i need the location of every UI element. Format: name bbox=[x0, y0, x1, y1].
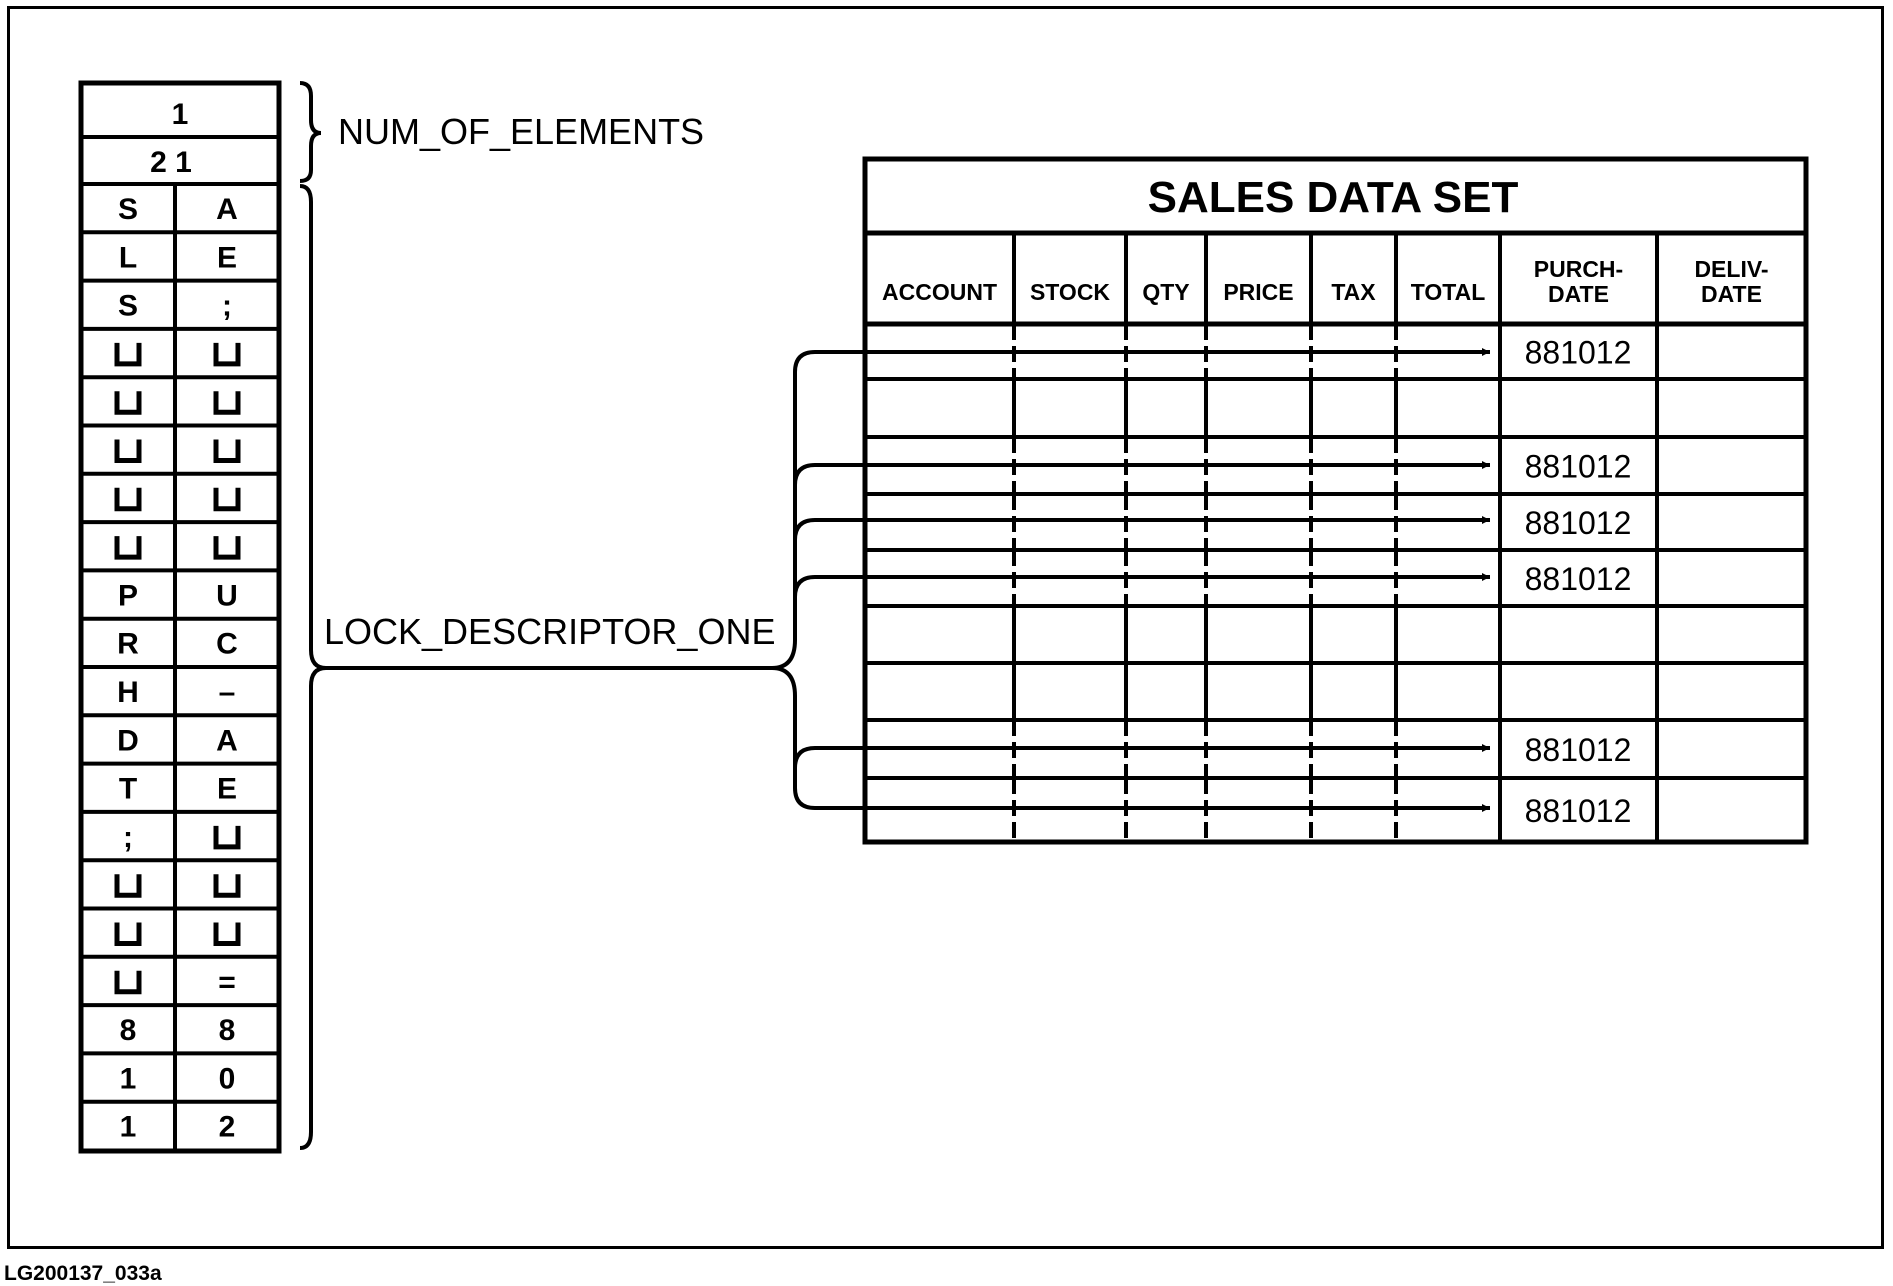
lock-cell: ; bbox=[222, 290, 232, 323]
purch-date-value: 881012 bbox=[1525, 335, 1632, 371]
blank-symbol bbox=[213, 439, 241, 463]
lock-cell: 0 bbox=[219, 1062, 236, 1095]
lock-cell: U bbox=[216, 579, 238, 612]
descriptor-brace bbox=[299, 184, 327, 1150]
table-title: SALES DATA SET bbox=[1148, 173, 1519, 222]
table-outline bbox=[862, 156, 1809, 845]
figure-id: LG200137_033a bbox=[4, 1262, 162, 1285]
blank-symbol bbox=[114, 922, 142, 946]
purch-date-value: 881012 bbox=[1525, 505, 1632, 541]
num-elements-brace bbox=[299, 81, 322, 183]
lock-cell: D bbox=[117, 724, 139, 757]
header-value: 1 bbox=[172, 98, 189, 131]
lock-cell: E bbox=[217, 241, 237, 274]
lock-cell: C bbox=[216, 628, 238, 661]
column-header: PURCH- bbox=[1534, 256, 1623, 282]
purch-date-value: 881012 bbox=[1525, 793, 1632, 829]
num-of-elements-label: NUM_OF_ELEMENTS bbox=[338, 111, 704, 152]
sales-data-set-table: SALES DATA SET ACCOUNT STOCK QTY PRICE TAX TOT… bbox=[862, 156, 1809, 845]
lock-cell: H bbox=[117, 676, 139, 709]
column-header: TOTAL bbox=[1411, 279, 1486, 305]
lock-cell: 8 bbox=[120, 1014, 137, 1047]
lock-cell: A bbox=[216, 724, 238, 757]
column-header: DELIV- bbox=[1694, 256, 1768, 282]
blank-symbol bbox=[114, 487, 142, 512]
blank-symbol bbox=[213, 391, 241, 415]
blank-symbol bbox=[114, 439, 142, 463]
column-header: DATE bbox=[1701, 281, 1762, 307]
blank-symbol bbox=[213, 342, 241, 367]
lock-arrows bbox=[326, 348, 1490, 812]
blank-symbol bbox=[213, 874, 241, 898]
lock-cell: ; bbox=[123, 821, 133, 854]
lock-cell: T bbox=[119, 773, 137, 806]
lock-cell: – bbox=[219, 676, 236, 709]
lock-descriptor-label: LOCK_DESCRIPTOR_ONE bbox=[324, 611, 775, 652]
column-header: STOCK bbox=[1030, 279, 1110, 305]
blank-symbol bbox=[213, 487, 241, 512]
figure-frame bbox=[7, 6, 1884, 1249]
column-header: DATE bbox=[1548, 281, 1609, 307]
braces bbox=[299, 81, 327, 1150]
column-header: PRICE bbox=[1223, 279, 1293, 305]
lock-arrow bbox=[793, 516, 1490, 541]
blank-symbol bbox=[213, 536, 241, 560]
lock-cell: P bbox=[118, 579, 138, 612]
column-header: ACCOUNT bbox=[882, 279, 997, 305]
blank-symbol bbox=[213, 825, 241, 850]
column-header: QTY bbox=[1142, 279, 1189, 305]
purch-date-value: 881012 bbox=[1525, 561, 1632, 597]
lock-arrow bbox=[793, 573, 1490, 598]
lock-cell: S bbox=[118, 290, 138, 323]
lock-cell: E bbox=[217, 773, 237, 806]
lock-cell: 1 bbox=[120, 1062, 137, 1095]
lock-arrow bbox=[793, 461, 1490, 486]
arrow-trunk-down bbox=[771, 666, 816, 810]
blank-symbol bbox=[114, 391, 142, 415]
blank-symbol bbox=[114, 342, 142, 367]
lock-cell: R bbox=[117, 628, 139, 661]
lock-cell: A bbox=[216, 193, 238, 226]
lock-cell: 2 bbox=[219, 1111, 236, 1144]
header-value: 2 1 bbox=[150, 146, 192, 179]
blank-symbol bbox=[114, 874, 142, 898]
lock-cell: S bbox=[118, 193, 138, 226]
lock-cell: 8 bbox=[219, 1014, 236, 1047]
lock-cell: = bbox=[218, 966, 236, 999]
blank-symbol bbox=[114, 536, 142, 560]
blank-symbol bbox=[213, 922, 241, 946]
arrow-trunk-up bbox=[771, 350, 816, 670]
purch-date-value: 881012 bbox=[1525, 732, 1632, 768]
lock-cell: L bbox=[119, 241, 137, 274]
purch-date-value: 881012 bbox=[1525, 449, 1632, 485]
blank-symbol bbox=[114, 970, 142, 995]
lock-arrow bbox=[793, 744, 1490, 769]
lock-cell: 1 bbox=[120, 1111, 137, 1144]
column-header: TAX bbox=[1331, 279, 1376, 305]
lock-descriptor-buffer: 1 2 1 S A L E S; P U R C H – D A T E; = 8 8 1 0 1 2 bbox=[78, 80, 282, 1154]
